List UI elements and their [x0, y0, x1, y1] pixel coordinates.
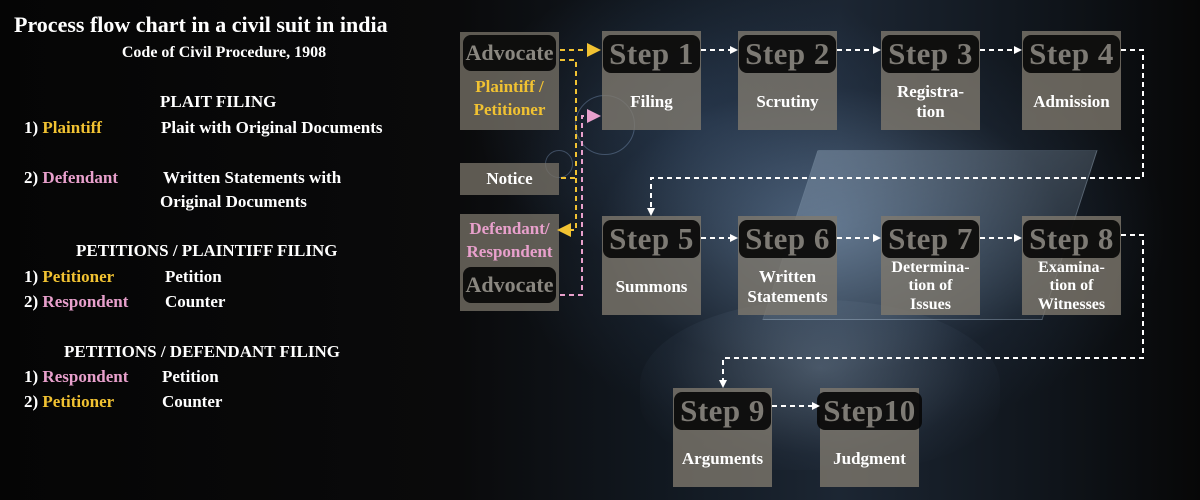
plait-row-2: 2) Defendant Written Statements with: [24, 168, 341, 188]
plaintiff-petitioner-box: Advocate Plaintiff / Petitioner: [460, 32, 559, 130]
step-4-box: Step 4 Admission: [1022, 31, 1121, 130]
page-title: Process flow chart in a civil suit in in…: [14, 12, 388, 37]
step-7-box: Step 7 Determina- tion of Issues: [881, 216, 980, 315]
petitions-plaintiff-row-2: 2) Respondent Counter: [24, 292, 225, 312]
defendant-respondent-box: Defendant/ Respondent Advocate: [460, 214, 559, 311]
step-number: Step 6: [739, 220, 836, 258]
plaintiff-advocate-label: Advocate: [463, 35, 556, 71]
step-name: Scrutiny: [756, 91, 819, 111]
row-description: Plait with Original Documents: [161, 118, 383, 137]
step-name: Arguments: [681, 448, 764, 468]
notice-box: Notice: [460, 163, 559, 195]
step-9-box: Step 9 Arguments: [673, 388, 772, 487]
connector-plaintiff-notice: [560, 59, 577, 179]
step-number: Step 9: [674, 392, 771, 430]
party-label: Respondent: [42, 367, 129, 386]
step-10-box: Step10 Judgment: [817, 388, 922, 487]
step-name: Written Statements: [747, 266, 828, 306]
row-description: Petition: [165, 267, 222, 286]
step-1-box: Step 1 Filing: [602, 31, 701, 130]
row-description: Counter: [162, 392, 223, 411]
connector-step4-step5: [647, 49, 1144, 216]
plait-row-1: 1) Plaintiff Plait with Original Documen…: [24, 118, 382, 138]
step-name: Judgment: [833, 448, 906, 468]
petitions-plaintiff-row-1: 1) Petitioner Petition: [24, 267, 222, 287]
party-label: Petitioner: [42, 392, 115, 411]
step-number: Step 3: [882, 35, 979, 73]
step-5-box: Step 5 Summons: [602, 216, 701, 315]
petitions-defendant-row-1: 1) Respondent Petition: [24, 367, 219, 387]
petitions-defendant-row-2: 2) Petitioner Counter: [24, 392, 222, 412]
connector-defendant-step1: [560, 109, 601, 296]
step-6-box: Step 6 Written Statements: [738, 216, 837, 315]
plait-row-2-continued: Original Documents: [160, 192, 307, 211]
section-heading-plait-filing: PLAIT FILING: [160, 92, 277, 111]
step-name: Examina- tion of Witnesses: [1037, 258, 1106, 313]
row-description: Petition: [162, 367, 219, 386]
step-number: Step 1: [603, 35, 700, 73]
step-name: Filing: [630, 91, 673, 111]
party-label: Petitioner: [42, 267, 115, 286]
defendant-label-line-1: Defendant/: [469, 219, 550, 238]
row-number: 2): [24, 168, 39, 187]
step-number: Step10: [817, 392, 922, 430]
step-name: Admission: [1033, 91, 1110, 111]
step-name: Determina- tion of Issues: [891, 258, 970, 313]
step-3-box: Step 3 Registra- tion: [881, 31, 980, 130]
party-label: Plaintiff: [42, 118, 102, 137]
row-number: 2): [24, 292, 39, 311]
defendant-advocate-label: Advocate: [463, 266, 556, 303]
row-number: 1): [24, 118, 39, 137]
row-number: 1): [24, 267, 39, 286]
connector-step8-step9: [719, 234, 1144, 388]
page-subtitle: Code of Civil Procedure, 1908: [121, 44, 327, 61]
step-number: Step 5: [603, 220, 700, 258]
row-number: 1): [24, 367, 39, 386]
section-heading-petitions-plaintiff: PETITIONS / PLAINTIFF FILING: [76, 241, 338, 260]
connector-notice-defendant: [557, 178, 577, 237]
step-number: Step 8: [1023, 220, 1120, 258]
step-2-box: Step 2 Scrutiny: [738, 31, 837, 130]
plaintiff-label-line-2: Petitioner: [473, 99, 546, 119]
step-name: Summons: [615, 276, 688, 296]
row-number: 2): [24, 392, 39, 411]
defendant-label-line-2: Respondent: [466, 241, 553, 261]
row-description: Counter: [165, 292, 226, 311]
row-description: Written Statements with: [163, 168, 342, 187]
step-number: Step 7: [882, 220, 979, 258]
step-name: Registra- tion: [896, 81, 965, 121]
section-heading-petitions-defendant: PETITIONS / DEFENDANT FILING: [64, 342, 340, 361]
step-8-box: Step 8 Examina- tion of Witnesses: [1022, 216, 1121, 315]
party-label: Defendant: [42, 168, 118, 187]
party-label: Respondent: [42, 292, 129, 311]
step-number: Step 4: [1023, 35, 1120, 73]
step-number: Step 2: [739, 35, 836, 73]
plaintiff-label-line-1: Plaintiff /: [475, 77, 544, 96]
